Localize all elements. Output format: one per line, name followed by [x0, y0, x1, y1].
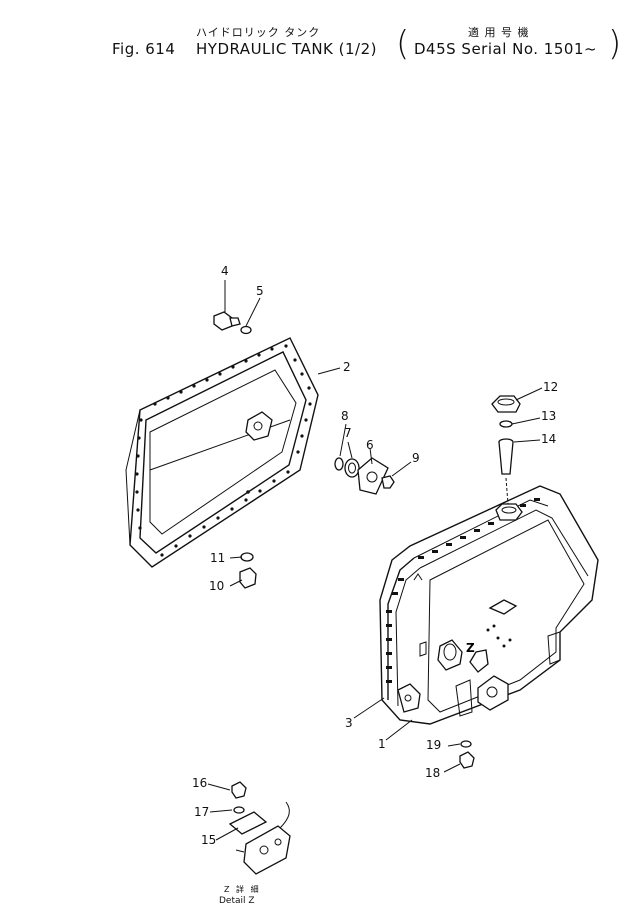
callout-3: 3 [345, 716, 353, 730]
plug-10 [239, 567, 257, 589]
figure-number: Fig. 614 [112, 40, 176, 58]
callout-13: 13 [541, 409, 557, 423]
detail-z-japanese: Z 詳 細 [224, 885, 261, 894]
tank-body [379, 485, 599, 725]
gasket-13 [499, 420, 513, 428]
strainer-7 [344, 458, 360, 478]
callout-15: 15 [201, 833, 217, 847]
paren-close: ) [608, 24, 622, 64]
callout-19: 19 [426, 738, 442, 752]
tank-flange-bolts [386, 498, 540, 683]
washer-5 [240, 325, 252, 335]
japanese-applicable: 適 用 号 機 [468, 26, 530, 39]
callout-9: 9 [412, 451, 420, 465]
bolt-18 [459, 751, 475, 769]
tank-cover [125, 337, 319, 568]
cap-12 [491, 395, 521, 413]
callout-16: 16 [192, 776, 208, 790]
bolt-4 [213, 311, 241, 331]
callout-12: 12 [543, 380, 559, 394]
filler-14 [498, 438, 514, 475]
callout-2: 2 [343, 360, 351, 374]
callout-17: 17 [194, 805, 210, 819]
japanese-title: ハイドロリック タンク [196, 26, 321, 39]
callout-5: 5 [256, 284, 264, 298]
callout-7: 7 [344, 426, 352, 440]
o-ring-11 [240, 552, 254, 562]
callout-4: 4 [221, 264, 229, 278]
gasket-8 [334, 457, 344, 471]
nut-9 [381, 475, 395, 489]
callout-1: 1 [378, 737, 386, 751]
detail-z-assembly [228, 781, 291, 875]
callout-14: 14 [541, 432, 557, 446]
page-title: HYDRAULIC TANK (1/2) [196, 40, 377, 58]
callout-10: 10 [209, 579, 225, 593]
paren-open: ( [396, 24, 410, 64]
tank-z-mark: Z [466, 641, 475, 655]
callout-8: 8 [341, 409, 349, 423]
washer-19 [460, 740, 472, 748]
applicable-serial: D45S Serial No. 1501~ [414, 40, 598, 58]
callout-6: 6 [366, 438, 374, 452]
callout-18: 18 [425, 766, 441, 780]
detail-z-caption: Detail Z [219, 896, 255, 906]
callout-11: 11 [210, 551, 226, 565]
cover-bolt-holes [135, 344, 312, 557]
leader-lines [207, 280, 543, 841]
